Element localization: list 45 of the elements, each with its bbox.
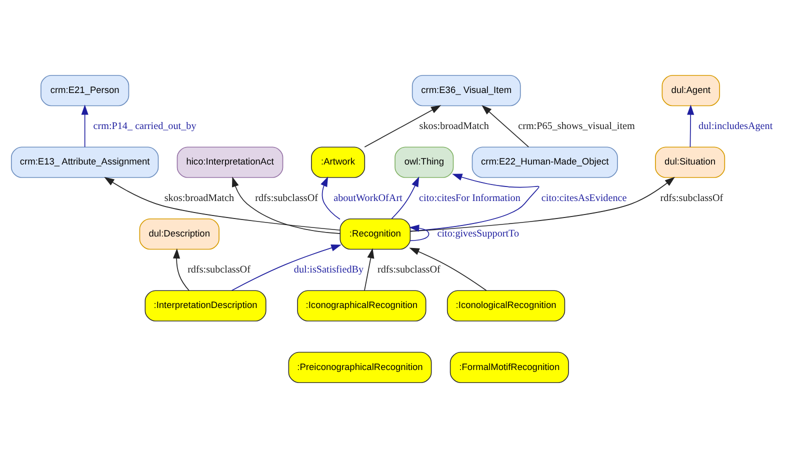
arrow <box>408 224 430 242</box>
edge-label: crm:P65_shows_visual_item <box>518 121 635 132</box>
edge-label: crm:P14_ carried_out_by <box>93 121 196 132</box>
arrow <box>320 176 340 220</box>
edge-label: skos:broadMatch <box>164 192 234 204</box>
node-box: :Recognition <box>340 218 411 250</box>
edge-label: cito:citesFor Information <box>419 192 520 204</box>
edge-label: aboutWorkOfArt <box>334 192 402 204</box>
node-box: hico:InterpretationAct <box>176 146 284 178</box>
node-box: dul:Situation <box>655 146 726 178</box>
node-box: dul:Agent <box>662 74 720 106</box>
edge-label: cito:citesAsEvidence <box>541 192 627 204</box>
edge-label: dul:isSatisfiedBy <box>294 264 364 276</box>
node-box: owl:Thing <box>394 146 454 178</box>
node-box: crm:E21_Person <box>40 74 130 106</box>
arrow <box>172 248 190 291</box>
arrow <box>81 104 88 148</box>
node-box: crm:E13_ Attribute_Assignment <box>10 146 159 178</box>
node-box: :IconographicalRecognition <box>297 290 426 322</box>
arrow <box>482 105 530 148</box>
arrow <box>687 104 694 148</box>
arrow <box>410 176 675 232</box>
edge-label: rdfs:subclassOf <box>660 192 724 204</box>
arrow <box>231 244 342 291</box>
arrow <box>410 174 540 232</box>
edge-label: cito:givesSupportTo <box>437 228 520 240</box>
edge-label: rdfs:subclassOf <box>377 264 440 276</box>
arrow <box>104 176 340 231</box>
arrow <box>409 248 487 291</box>
arrow <box>364 248 374 291</box>
node-box: :IconologicalRecognition <box>446 290 566 322</box>
edge-label: rdfs:subclassOf <box>188 264 250 276</box>
arrow <box>391 176 420 220</box>
node-box: dul:Description <box>139 218 220 250</box>
edge-label: dul:includesAgent <box>698 121 773 132</box>
node-box: :Artwork <box>311 146 366 178</box>
node-box: crm:E36_ Visual_Item <box>412 74 521 106</box>
edge-label: rdfs:subclassOf <box>255 192 318 204</box>
edge-label: skos:broadMatch <box>419 121 489 132</box>
arrow <box>232 176 340 234</box>
node-box: :InterpretationDescription <box>144 290 266 322</box>
node-box: :FormalMotifRecognition <box>450 352 569 384</box>
arrow <box>364 105 442 148</box>
node-box: crm:E22_Human-Made_Object <box>472 146 618 178</box>
node-box: :PreiconographicalRecognition <box>288 352 432 384</box>
